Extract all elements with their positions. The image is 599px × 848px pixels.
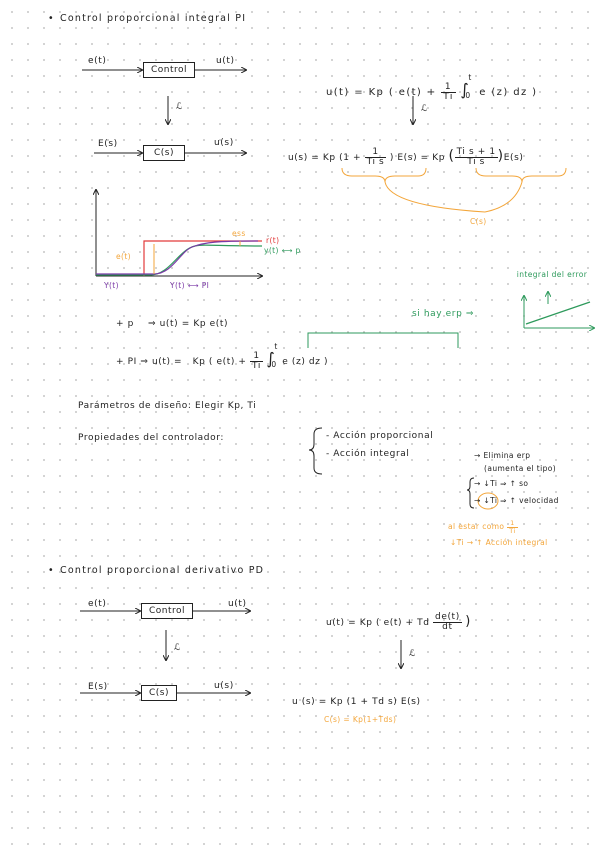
integral-curve: [525, 301, 591, 325]
pd-time-eq: u(t) = Kp ( e(t) + Td de(t)dt ): [326, 612, 471, 632]
prop-integral: - Acción integral: [326, 449, 410, 459]
pd-block-output: u(t): [228, 599, 247, 609]
reference-line: [143, 240, 262, 276]
integral-note: integral del error: [516, 270, 588, 279]
response-pi: [96, 240, 259, 275]
graph-yt-pi: Y(t) ⟷ PI: [170, 281, 210, 290]
pi-block-input: e(t): [88, 56, 107, 66]
pi-bracket: [307, 332, 459, 348]
pd-s-eq: u (s) = Kp (1 + Td s) E(s): [292, 697, 421, 707]
cs-label: C(s): [470, 217, 487, 226]
p-line-right: ⇒ u(t) = Kp e(t): [148, 319, 229, 329]
pd-laplace-symbol-left: ℒ: [174, 643, 182, 653]
pi-control-block: Control: [143, 62, 195, 78]
aumenta-tipo: (aumenta el tipo): [484, 464, 557, 473]
orange-note-2: ↓Ti → ↑ Acción integral: [450, 538, 548, 547]
pd-laplace-symbol-right: ℒ: [409, 649, 417, 659]
pd-cs-block: C(s): [141, 685, 177, 701]
ti-circle: [477, 492, 499, 510]
props-brace: [308, 427, 323, 475]
design-params: Parámetros de diseño: Elegir Kp, Ti: [78, 401, 257, 411]
pd-block-input: e(t): [88, 599, 107, 609]
ti-so: → ↓Ti ⇒ ↑ so: [474, 479, 529, 488]
pi-title: Control proporcional integral PI: [60, 13, 247, 24]
cs-brace-2: [475, 167, 567, 183]
cs-brace: [341, 167, 427, 183]
pi-bullet: •: [48, 13, 55, 24]
pd-cs-note: C(s) = Kp(1+Tds): [324, 715, 397, 724]
pi-laplace-output: u(s): [214, 138, 234, 148]
graph-ess: ess: [232, 229, 246, 238]
graph-yt: Y(t): [104, 281, 119, 290]
pi-laplace-input: E(s): [98, 139, 118, 149]
pd-title: Control proporcional derivativo PD: [60, 565, 265, 576]
graph-yt-p: y(t) ⟷ p: [264, 246, 301, 255]
pd-laplace-input: E(s): [88, 682, 108, 692]
pi-laplace-symbol-right: ℒ: [421, 104, 429, 114]
graph-et: e(t): [116, 252, 132, 261]
elimina-erp: → Elimina erp: [474, 451, 531, 460]
props-label: Propiedades del controlador:: [78, 433, 224, 443]
cs-join: [384, 181, 523, 213]
pd-bullet: •: [48, 565, 55, 576]
p-line-left: + p: [116, 319, 134, 329]
pi-block-output: u(t): [216, 56, 235, 66]
si-hay-erp: si hay erp ⇒: [412, 309, 475, 319]
graph-rt: r(t): [266, 236, 280, 245]
prop-proportional: - Acción proporcional: [326, 431, 434, 441]
pi-cs-block: C(s): [143, 145, 185, 161]
pd-laplace-output: u(s): [214, 681, 234, 691]
ti-velocidad: → ↓Ti ⇒ ↑ velocidad: [474, 496, 559, 505]
pd-control-block: Control: [141, 603, 193, 619]
integral-brace: [466, 477, 475, 509]
pi-laplace-symbol-left: ℒ: [176, 102, 184, 112]
